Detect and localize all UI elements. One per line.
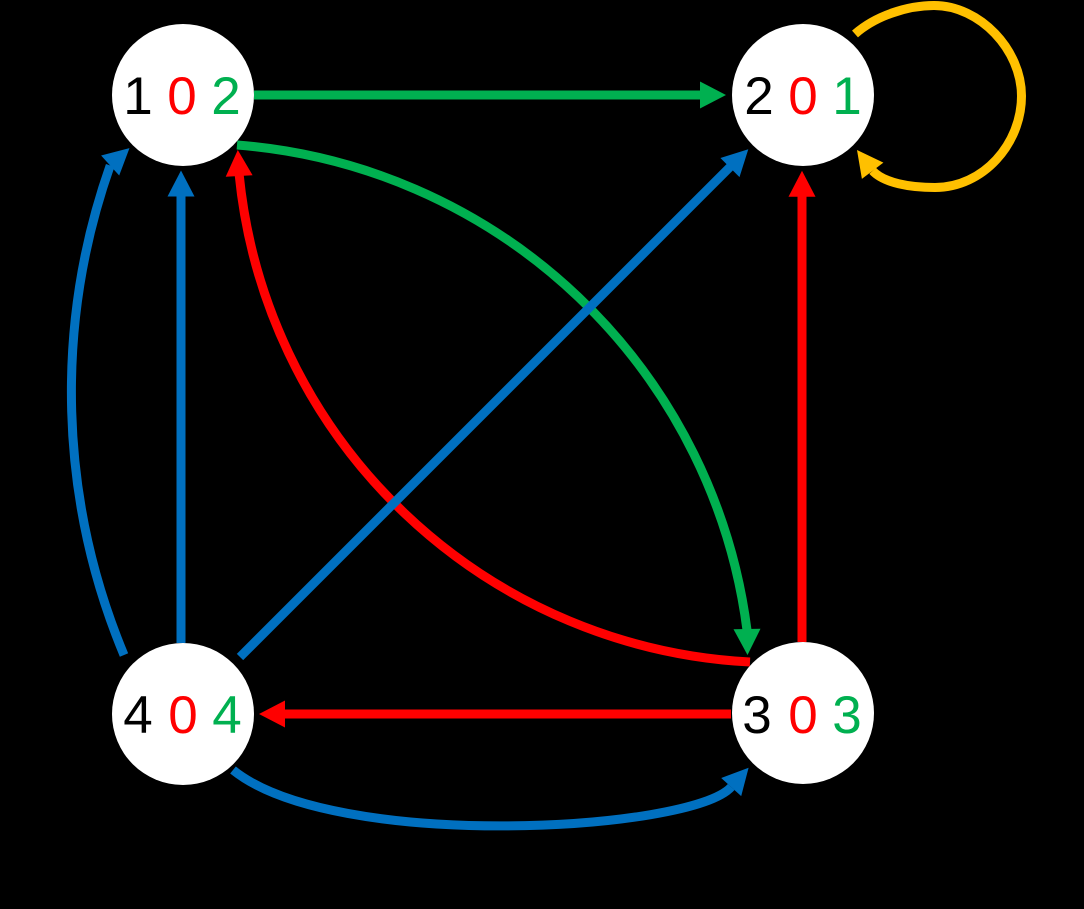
svg-text:102: 102 (123, 67, 240, 126)
svg-text:303: 303 (742, 686, 861, 745)
svg-text:201: 201 (744, 67, 861, 126)
svg-text:404: 404 (123, 686, 241, 745)
